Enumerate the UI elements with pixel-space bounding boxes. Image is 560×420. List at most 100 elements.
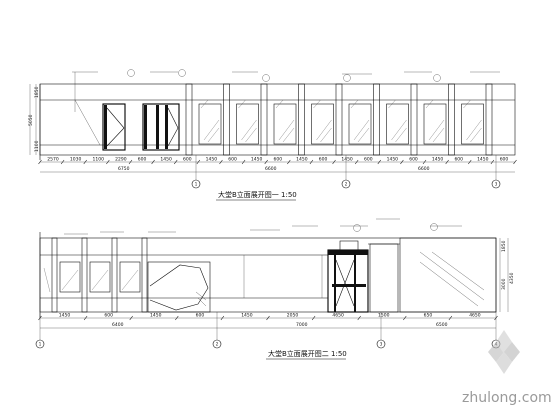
glass-panel — [119, 261, 141, 293]
elevation-1-total-2: 6600 — [265, 166, 277, 172]
column — [185, 83, 193, 156]
column — [223, 83, 230, 156]
elevation-1 — [39, 69, 516, 160]
glass-panel — [386, 103, 409, 145]
dimension-label: 1450 — [160, 157, 172, 163]
dimension-label: 1450 — [477, 157, 489, 163]
elevation-2-leader-notes — [64, 218, 462, 235]
elevation-1-glass-bays — [185, 83, 493, 156]
dimension-label: 600 — [500, 157, 509, 163]
dimension-tick — [175, 315, 179, 321]
dimension-tick — [83, 159, 87, 165]
dimension-tick — [266, 315, 270, 321]
dimension-tick — [448, 315, 453, 321]
dimension-label: 600 — [274, 157, 283, 163]
dimension-label: 1100 — [93, 157, 105, 163]
dimension-tick — [513, 159, 517, 165]
dimension-label: 1450 — [296, 157, 308, 163]
elevation-2-side-dim-2: 3000 — [501, 278, 507, 290]
dimension-label: 1450 — [150, 313, 162, 319]
dimension-label: 2570 — [47, 157, 59, 163]
dimension-label: 1450 — [387, 157, 399, 163]
dimension-tick — [220, 315, 225, 321]
column — [260, 83, 268, 156]
elevation-2-axis-1: 1 — [39, 342, 42, 347]
elevation-2-angled-feature — [147, 261, 211, 313]
watermark-logo — [488, 330, 520, 374]
elevation-1-side-dim-2: 5050 — [28, 114, 34, 126]
dimension-label: 600 — [319, 157, 328, 163]
glass-panel — [311, 103, 334, 145]
dimension-tick — [38, 159, 42, 165]
dimension-tick — [311, 315, 316, 321]
column — [373, 83, 380, 156]
elevation-1-axis-3: 3 — [495, 182, 498, 187]
elevation-1-title: 大堂B立面展开图一 1:50 — [218, 190, 297, 199]
elevation-1-side-dim-1: 1850 — [34, 86, 40, 98]
elevation-2 — [39, 218, 497, 318]
elevation-2-axis-3: 3 — [380, 342, 383, 347]
glass-panel — [59, 261, 81, 293]
elevation-1-door-2 — [142, 103, 180, 151]
dimension-label: 600 — [183, 157, 192, 163]
elevation-2-side-dim-1: 1850 — [501, 240, 507, 252]
column — [335, 83, 343, 156]
dimension-label: 600 — [228, 157, 237, 163]
elevation-1-side-dimensions: 1850 5050 1100 — [28, 84, 40, 155]
dimension-tick — [129, 315, 133, 321]
dimension-label: 1030 — [70, 157, 82, 163]
glass-panel — [423, 103, 447, 145]
dimension-tick — [128, 159, 133, 165]
elevation-2-right-panel — [368, 237, 497, 313]
dimension-label: 1450 — [59, 313, 71, 319]
elevation-2-glass-bays — [43, 237, 148, 313]
elevation-2-side-dim-3: 4350 — [509, 272, 515, 284]
dimension-tick — [60, 159, 65, 165]
dimension-label: 600 — [138, 157, 147, 163]
elevation-2-total-2: 7000 — [296, 322, 308, 328]
column — [448, 83, 455, 156]
column — [111, 237, 118, 313]
elevation-1-axis-markers: 1 2 3 — [191, 155, 501, 189]
elevation-2-entrance-door — [327, 240, 369, 313]
column — [298, 83, 305, 156]
dimension-tick — [83, 315, 88, 321]
dimension-tick — [354, 159, 359, 165]
dimension-label: 1450 — [251, 157, 263, 163]
dimension-label: 4650 — [332, 313, 344, 319]
elevation-1-total-3: 6600 — [418, 166, 430, 172]
dimension-label: 600 — [104, 313, 113, 319]
elevation-1-leader-notes — [72, 69, 500, 112]
dimension-label: 2050 — [287, 313, 299, 319]
elevation-1-door-1 — [102, 103, 126, 151]
dimension-tick — [445, 159, 449, 165]
column — [485, 83, 493, 156]
elevation-1-axis-2: 2 — [345, 182, 348, 187]
dimension-tick — [219, 159, 223, 165]
dimension-label: 1450 — [206, 157, 218, 163]
elevation-2-total-1: 6400 — [112, 322, 124, 328]
elevation-2-axis-2: 2 — [216, 342, 219, 347]
dimension-label: 1450 — [432, 157, 444, 163]
dimension-tick — [309, 159, 314, 165]
dimension-tick — [400, 159, 404, 165]
dimension-tick — [403, 315, 407, 321]
dimension-label: 600 — [409, 157, 418, 163]
dimension-label: 600 — [196, 313, 205, 319]
dimension-label: 1450 — [341, 157, 353, 163]
watermark-text: zhulong.com — [462, 390, 552, 406]
dimension-tick — [357, 315, 361, 321]
glass-panel — [198, 103, 222, 145]
dimension-tick — [377, 159, 382, 165]
dimension-label: 650 — [424, 313, 433, 319]
column — [81, 237, 88, 313]
dimension-tick — [173, 159, 178, 165]
dimension-tick — [196, 159, 201, 165]
elevation-2-total-3: 6500 — [436, 322, 448, 328]
column — [141, 237, 148, 313]
elevation-2-title: 大堂B立面展开图二 1:50 — [268, 349, 347, 358]
